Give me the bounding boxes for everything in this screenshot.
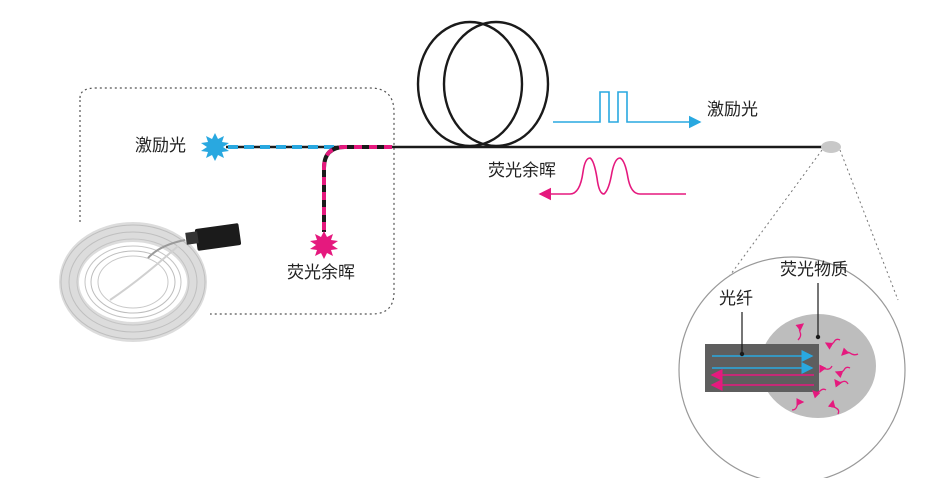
excitation-label-right: 激励光 xyxy=(707,100,758,120)
zoom-line-right xyxy=(839,149,899,301)
fluorescence-decay-wave xyxy=(538,157,686,201)
excitation-label-left: 激励光 xyxy=(135,136,186,156)
dotted-enclosure xyxy=(79,87,395,315)
excitation-source-icon xyxy=(201,133,229,161)
fluorescence-label-right: 荧光余晖 xyxy=(488,161,556,181)
fiber-spool-image xyxy=(59,222,242,342)
fluorescence-detector-icon xyxy=(310,231,338,259)
fluorescence-dashes xyxy=(322,145,392,232)
emission-squiggles xyxy=(791,323,859,415)
zoom-line-left xyxy=(683,149,823,339)
fluorescence-label-left: 荧光余晖 xyxy=(287,263,355,283)
probe-tip xyxy=(821,141,841,153)
branch-fiber xyxy=(322,145,392,232)
inset-material-label: 荧光物质 xyxy=(780,260,848,280)
fiber-coil xyxy=(416,20,550,148)
excitation-pulse-wave xyxy=(553,91,702,129)
inset-fiber-label: 光纤 xyxy=(719,289,753,309)
